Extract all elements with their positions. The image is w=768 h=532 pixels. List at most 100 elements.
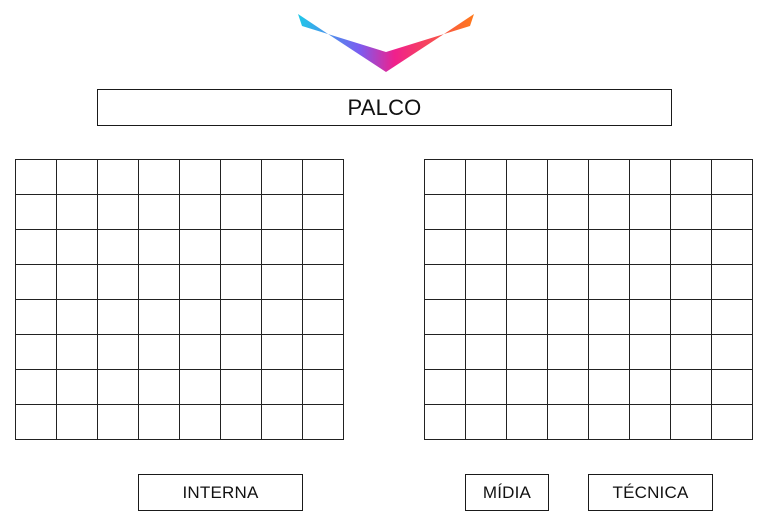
seat-cell[interactable] bbox=[303, 265, 344, 300]
seat-cell[interactable] bbox=[466, 370, 507, 405]
seat-cell[interactable] bbox=[221, 335, 262, 370]
seat-cell[interactable] bbox=[221, 230, 262, 265]
seat-cell[interactable] bbox=[712, 230, 753, 265]
seat-cell[interactable] bbox=[671, 265, 712, 300]
seat-cell[interactable] bbox=[425, 300, 466, 335]
seat-cell[interactable] bbox=[180, 160, 221, 195]
seat-cell[interactable] bbox=[303, 230, 344, 265]
seat-cell[interactable] bbox=[671, 230, 712, 265]
seat-cell[interactable] bbox=[466, 265, 507, 300]
seat-cell[interactable] bbox=[180, 405, 221, 440]
seat-cell[interactable] bbox=[671, 405, 712, 440]
seat-cell[interactable] bbox=[589, 160, 630, 195]
seat-cell[interactable] bbox=[98, 300, 139, 335]
seat-cell[interactable] bbox=[671, 300, 712, 335]
seat-cell[interactable] bbox=[139, 335, 180, 370]
seat-cell[interactable] bbox=[98, 405, 139, 440]
seat-cell[interactable] bbox=[303, 335, 344, 370]
seat-cell[interactable] bbox=[16, 335, 57, 370]
seat-cell[interactable] bbox=[221, 195, 262, 230]
seat-cell[interactable] bbox=[630, 195, 671, 230]
seat-cell[interactable] bbox=[57, 230, 98, 265]
seat-cell[interactable] bbox=[712, 160, 753, 195]
seat-cell[interactable] bbox=[425, 405, 466, 440]
seat-cell[interactable] bbox=[507, 230, 548, 265]
seat-cell[interactable] bbox=[262, 265, 303, 300]
seat-cell[interactable] bbox=[630, 265, 671, 300]
seat-cell[interactable] bbox=[712, 300, 753, 335]
seat-cell[interactable] bbox=[630, 160, 671, 195]
seat-cell[interactable] bbox=[507, 265, 548, 300]
seat-cell[interactable] bbox=[262, 300, 303, 335]
seat-cell[interactable] bbox=[548, 370, 589, 405]
seat-cell[interactable] bbox=[303, 300, 344, 335]
seat-cell[interactable] bbox=[98, 195, 139, 230]
seat-cell[interactable] bbox=[712, 265, 753, 300]
seat-cell[interactable] bbox=[466, 230, 507, 265]
seat-cell[interactable] bbox=[139, 370, 180, 405]
seat-cell[interactable] bbox=[57, 160, 98, 195]
seat-cell[interactable] bbox=[16, 230, 57, 265]
seat-cell[interactable] bbox=[262, 160, 303, 195]
seat-cell[interactable] bbox=[139, 300, 180, 335]
seat-cell[interactable] bbox=[548, 405, 589, 440]
seat-cell[interactable] bbox=[180, 265, 221, 300]
seat-cell[interactable] bbox=[589, 300, 630, 335]
seat-cell[interactable] bbox=[630, 230, 671, 265]
seat-cell[interactable] bbox=[425, 160, 466, 195]
seat-cell[interactable] bbox=[139, 160, 180, 195]
seat-cell[interactable] bbox=[98, 160, 139, 195]
seat-cell[interactable] bbox=[98, 230, 139, 265]
seat-cell[interactable] bbox=[466, 195, 507, 230]
seat-cell[interactable] bbox=[589, 265, 630, 300]
seat-cell[interactable] bbox=[303, 370, 344, 405]
seat-cell[interactable] bbox=[57, 370, 98, 405]
seat-cell[interactable] bbox=[630, 405, 671, 440]
seat-cell[interactable] bbox=[589, 370, 630, 405]
seat-cell[interactable] bbox=[507, 195, 548, 230]
seat-cell[interactable] bbox=[57, 195, 98, 230]
seat-cell[interactable] bbox=[507, 335, 548, 370]
seat-cell[interactable] bbox=[466, 300, 507, 335]
seat-cell[interactable] bbox=[712, 195, 753, 230]
seat-cell[interactable] bbox=[303, 195, 344, 230]
seat-cell[interactable] bbox=[548, 160, 589, 195]
seat-cell[interactable] bbox=[630, 335, 671, 370]
seat-cell[interactable] bbox=[548, 195, 589, 230]
seat-cell[interactable] bbox=[507, 370, 548, 405]
seat-cell[interactable] bbox=[16, 195, 57, 230]
seat-cell[interactable] bbox=[425, 230, 466, 265]
seat-cell[interactable] bbox=[262, 335, 303, 370]
seat-cell[interactable] bbox=[589, 195, 630, 230]
seat-cell[interactable] bbox=[671, 370, 712, 405]
seat-cell[interactable] bbox=[262, 195, 303, 230]
seat-cell[interactable] bbox=[180, 195, 221, 230]
seat-cell[interactable] bbox=[425, 370, 466, 405]
seat-cell[interactable] bbox=[425, 195, 466, 230]
seat-cell[interactable] bbox=[16, 265, 57, 300]
seat-cell[interactable] bbox=[57, 335, 98, 370]
seat-cell[interactable] bbox=[466, 405, 507, 440]
seat-cell[interactable] bbox=[548, 335, 589, 370]
seat-cell[interactable] bbox=[139, 195, 180, 230]
seat-cell[interactable] bbox=[589, 405, 630, 440]
seat-cell[interactable] bbox=[221, 370, 262, 405]
seat-cell[interactable] bbox=[303, 160, 344, 195]
seat-cell[interactable] bbox=[16, 160, 57, 195]
seat-cell[interactable] bbox=[16, 370, 57, 405]
seat-cell[interactable] bbox=[262, 370, 303, 405]
seat-cell[interactable] bbox=[630, 370, 671, 405]
seat-cell[interactable] bbox=[466, 335, 507, 370]
seat-cell[interactable] bbox=[57, 300, 98, 335]
seat-cell[interactable] bbox=[139, 265, 180, 300]
seat-cell[interactable] bbox=[180, 300, 221, 335]
seat-cell[interactable] bbox=[221, 265, 262, 300]
seat-cell[interactable] bbox=[425, 335, 466, 370]
seat-cell[interactable] bbox=[98, 335, 139, 370]
seat-cell[interactable] bbox=[221, 405, 262, 440]
seat-cell[interactable] bbox=[180, 335, 221, 370]
seat-cell[interactable] bbox=[425, 265, 466, 300]
seat-cell[interactable] bbox=[98, 265, 139, 300]
seat-cell[interactable] bbox=[221, 160, 262, 195]
seat-cell[interactable] bbox=[507, 405, 548, 440]
